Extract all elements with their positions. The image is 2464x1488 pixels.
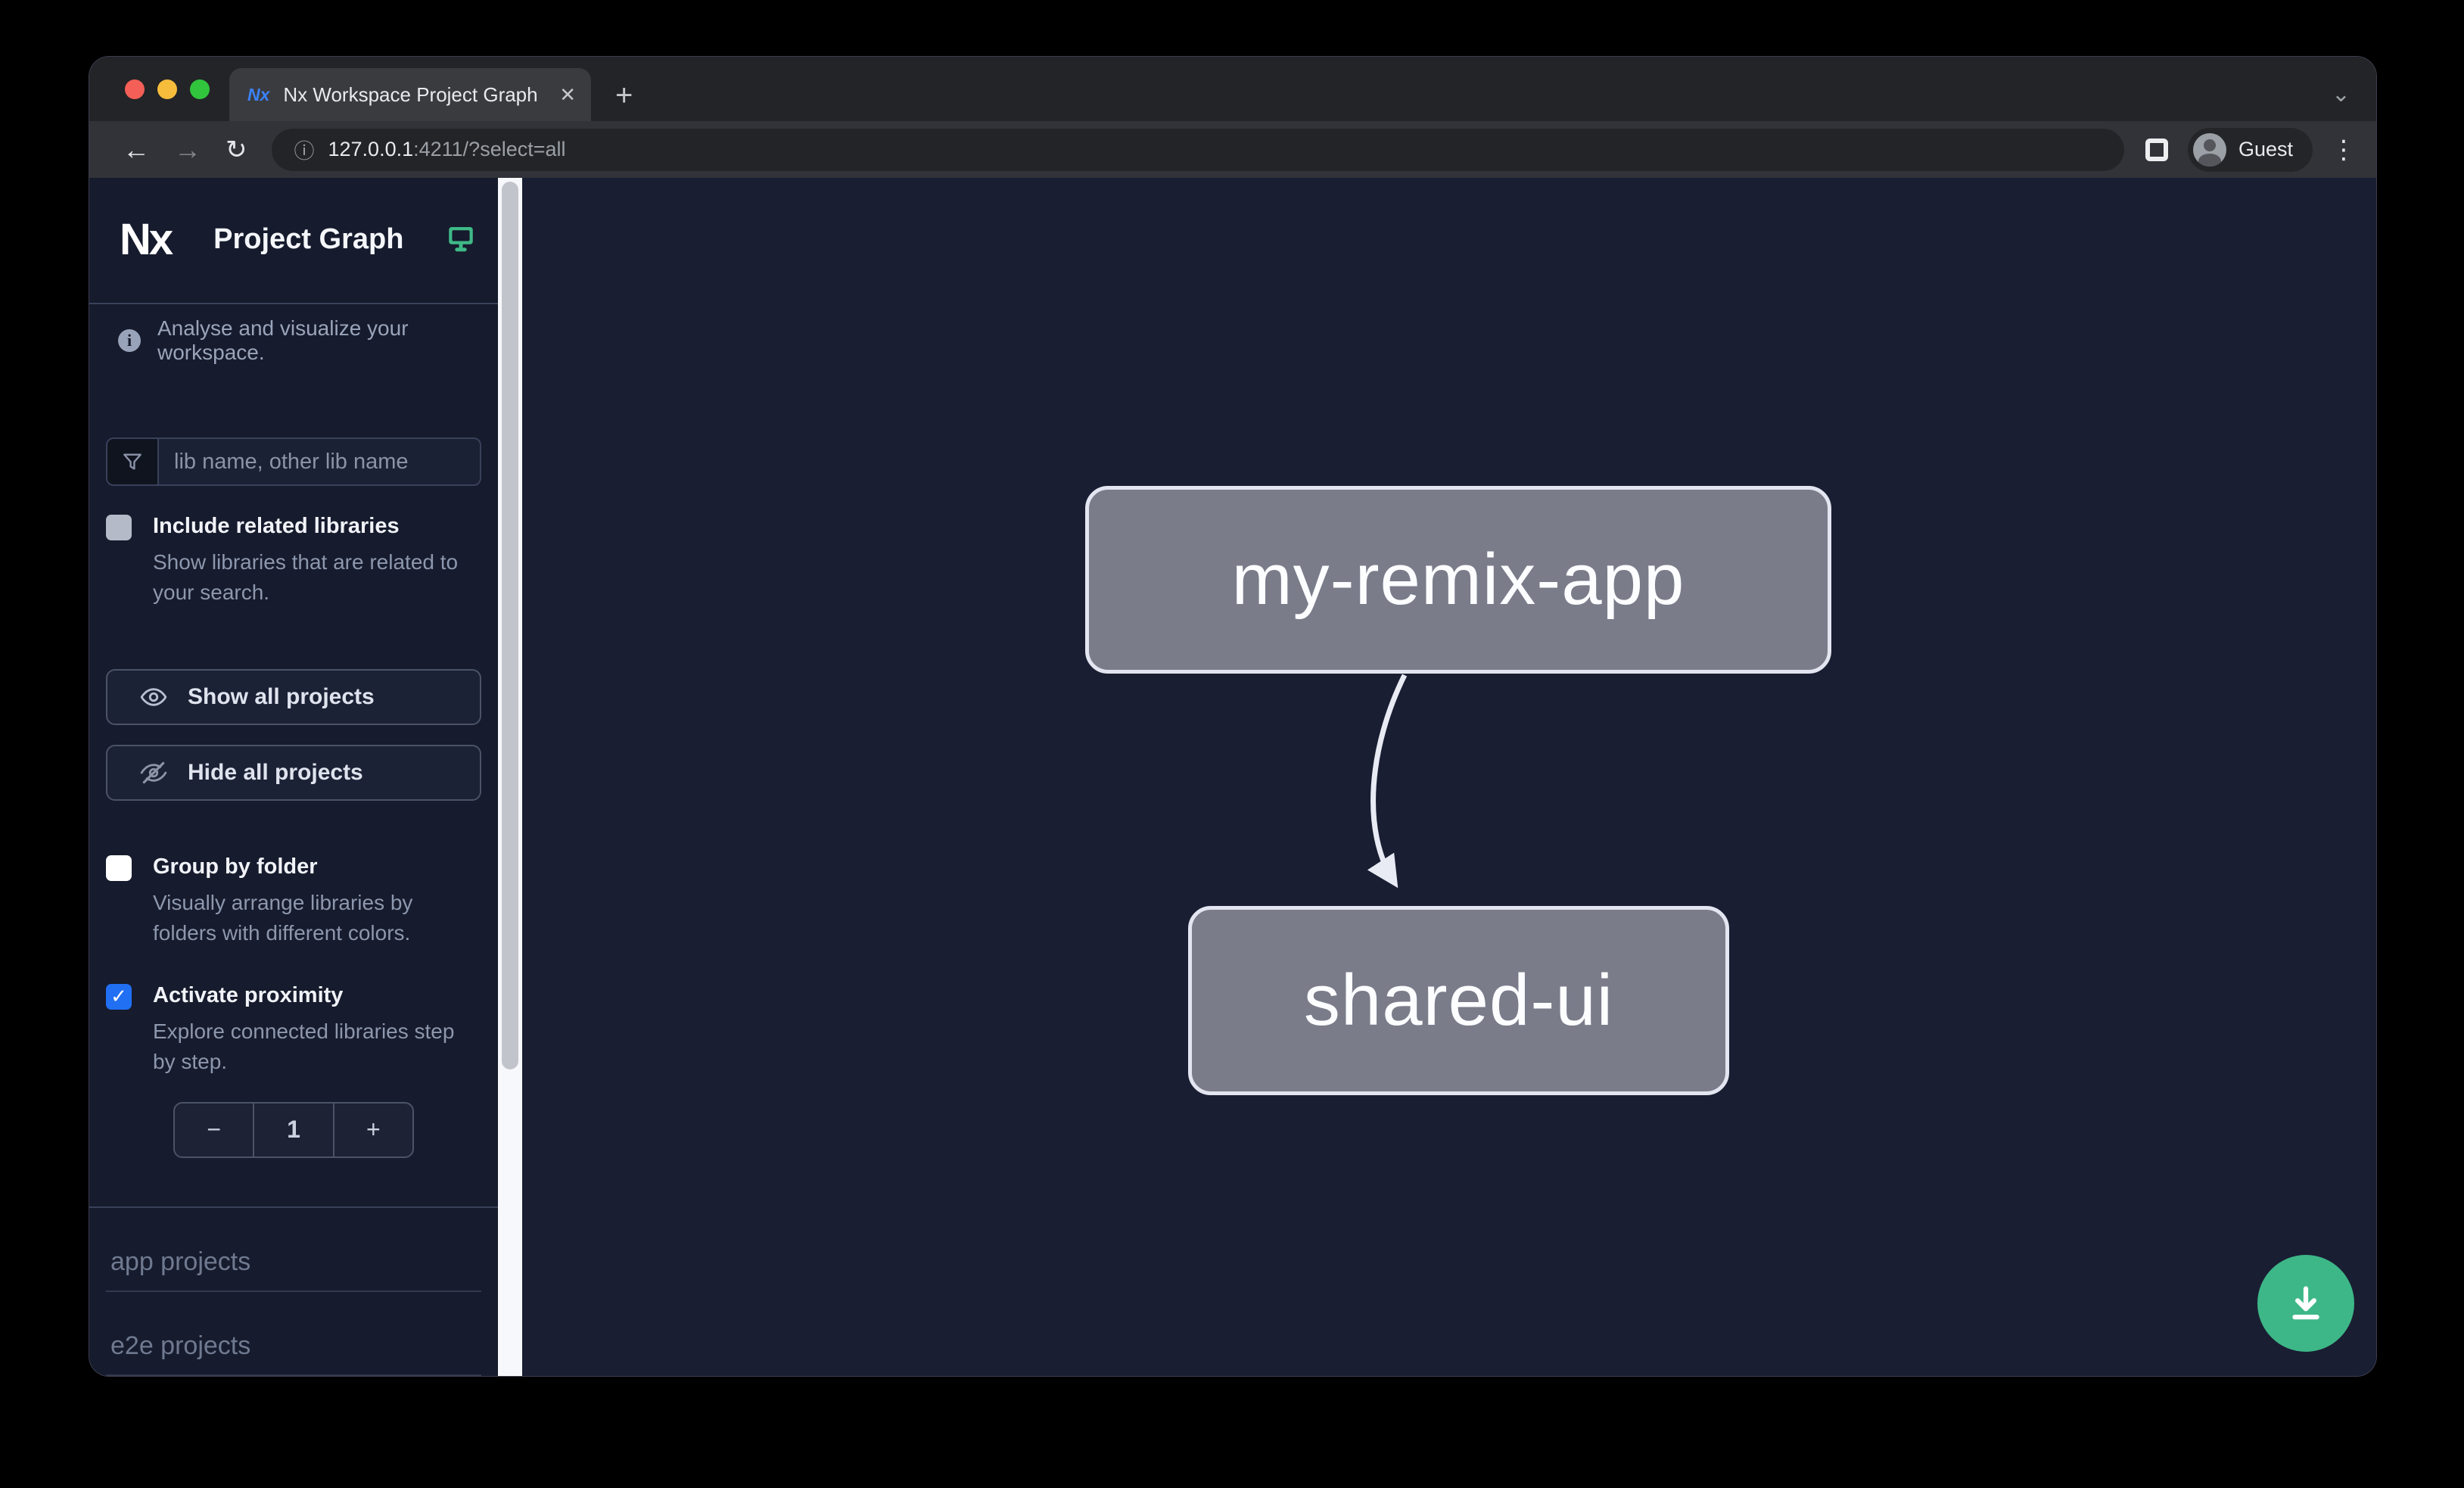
proximity-stepper: − 1 +	[173, 1101, 414, 1158]
site-info-icon[interactable]: ⓘ	[294, 140, 315, 163]
dependency-edge	[1367, 674, 1408, 889]
hide-all-projects-button[interactable]: Hide all projects	[106, 744, 481, 801]
tagline-text: Analyse and visualize your workspace.	[157, 316, 409, 364]
activate-proximity-toggle: ✓ Activate proximity Explore connected l…	[89, 982, 498, 1078]
activate-proximity-label: Activate proximity	[153, 982, 344, 1007]
project-graph-canvas[interactable]: my-remix-app shared-ui	[522, 178, 2376, 1376]
reload-button[interactable]: ↻	[226, 135, 247, 164]
group-by-folder-label: Group by folder	[153, 854, 318, 879]
search-input[interactable]	[159, 439, 480, 484]
tab-close-icon[interactable]: ✕	[559, 82, 576, 106]
url-host: 127.0.0.1	[328, 138, 414, 160]
group-by-folder-checkbox[interactable]	[106, 855, 132, 881]
show-all-projects-button[interactable]: Show all projects	[106, 668, 481, 725]
eye-off-icon	[140, 761, 167, 784]
section-app-projects: app projects	[106, 1208, 481, 1292]
url-path: :4211/?select=all	[413, 138, 566, 160]
tab-search-chevron-icon[interactable]: ⌄	[2331, 82, 2350, 107]
section-e2e-projects: e2e projects	[106, 1292, 481, 1376]
nx-logo: Nx	[120, 215, 173, 264]
minimize-window-button[interactable]	[157, 79, 177, 99]
sidebar-header: Nx Project Graph	[89, 178, 498, 303]
address-bar[interactable]: ⓘ 127.0.0.1:4211/?select=all	[271, 128, 2124, 171]
sections-divider	[89, 1206, 498, 1208]
show-all-projects-label: Show all projects	[188, 683, 375, 709]
increment-button[interactable]: +	[332, 1103, 412, 1156]
eye-icon	[140, 688, 167, 706]
activate-proximity-description: Explore connected libraries step by step…	[153, 1019, 455, 1074]
download-icon	[2292, 1286, 2319, 1320]
include-related-checkbox[interactable]	[106, 515, 132, 540]
avatar-icon	[2192, 132, 2226, 167]
group-by-folder-toggle: Group by folder Visually arrange librari…	[89, 854, 498, 949]
activate-proximity-checkbox[interactable]: ✓	[106, 983, 132, 1010]
include-related-description: Show libraries that are related to your …	[153, 549, 459, 605]
back-button[interactable]: ←	[123, 133, 150, 165]
page-content: Nx Project Graph i Analyse and visualize…	[89, 178, 2376, 1376]
close-window-button[interactable]	[125, 79, 145, 99]
tab-strip: Nx Nx Workspace Project Graph ✕ + ⌄	[89, 57, 2376, 121]
scrollbar-thumb[interactable]	[502, 182, 518, 1069]
tagline-row: i Analyse and visualize your workspace.	[89, 304, 498, 365]
download-image-button[interactable]	[2257, 1255, 2354, 1352]
window-controls	[89, 57, 210, 121]
search-box	[106, 437, 481, 486]
profile-button[interactable]: Guest	[2187, 127, 2313, 172]
browser-window: Nx Nx Workspace Project Graph ✕ + ⌄ ← → …	[89, 57, 2376, 1376]
node-my-remix-app[interactable]: my-remix-app	[1085, 486, 1831, 674]
header-divider	[89, 303, 498, 304]
filter-icon	[107, 439, 159, 484]
monitor-icon	[445, 222, 477, 257]
include-related-label: Include related libraries	[153, 514, 400, 538]
nx-favicon-icon: Nx	[247, 84, 270, 104]
new-tab-button[interactable]: +	[615, 79, 633, 112]
browser-toolbar: ← → ↻ ⓘ 127.0.0.1:4211/?select=all Guest…	[89, 121, 2376, 178]
sidebar: Nx Project Graph i Analyse and visualize…	[89, 178, 498, 1376]
include-related-toggle: Include related libraries Show libraries…	[89, 513, 498, 609]
fullscreen-window-button[interactable]	[190, 79, 210, 99]
sidebar-scrollbar	[498, 178, 522, 1376]
page-title: Project Graph	[213, 223, 404, 255]
profile-name: Guest	[2238, 138, 2293, 160]
forward-button[interactable]: →	[174, 133, 201, 165]
side-panel-icon[interactable]	[2145, 138, 2168, 161]
node-shared-ui[interactable]: shared-ui	[1188, 906, 1729, 1095]
hide-all-projects-label: Hide all projects	[188, 759, 363, 785]
url-text: 127.0.0.1:4211/?select=all	[328, 138, 566, 161]
decrement-button[interactable]: −	[175, 1103, 255, 1156]
tab-nx-workspace[interactable]: Nx Nx Workspace Project Graph ✕	[229, 68, 591, 121]
proximity-value: 1	[287, 1116, 300, 1144]
group-by-folder-description: Visually arrange libraries by folders wi…	[153, 890, 413, 945]
browser-menu-icon[interactable]: ⋮	[2331, 135, 2357, 164]
tab-title: Nx Workspace Project Graph	[283, 82, 538, 106]
info-icon: i	[118, 329, 141, 352]
